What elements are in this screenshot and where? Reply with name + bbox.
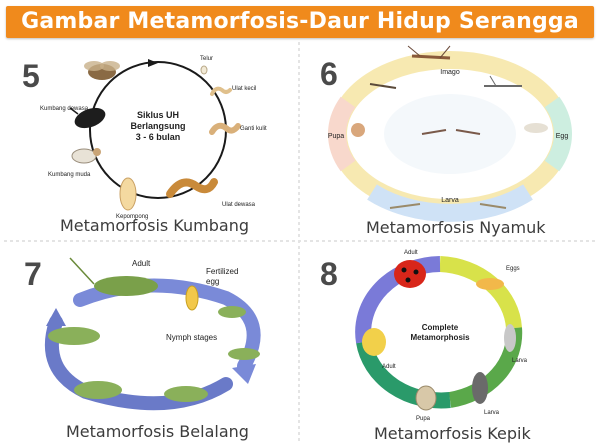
horizontal-divider bbox=[4, 240, 596, 242]
beetle-adult-flying-icon bbox=[84, 61, 120, 80]
label-pupa: Pupa bbox=[416, 416, 431, 422]
cycle-arrowhead-left bbox=[46, 308, 66, 326]
label-nymph: Nymph stages bbox=[166, 333, 217, 342]
title-banner: Gambar Metamorfosis-Daur Hidup Serangga bbox=[6, 6, 594, 38]
label-kumbang-muda: Kumbang muda bbox=[48, 172, 91, 178]
label-eggs: Eggs bbox=[506, 266, 520, 272]
cycle-ring-larva bbox=[367, 184, 533, 222]
larva-right-icon bbox=[504, 324, 516, 352]
label-larva-bottom: Larva bbox=[484, 410, 500, 416]
grasshopper-adult-icon bbox=[69, 257, 158, 296]
nymph-icon-5 bbox=[48, 327, 100, 345]
panel-ladybug: Complete Metamorphosis Adult Eggs Larva … bbox=[300, 242, 596, 448]
label-telur: Telur bbox=[200, 56, 213, 62]
center-subtitle: Metamorphosis bbox=[410, 333, 470, 342]
center-disc bbox=[384, 94, 516, 174]
label-adult-top: Adult bbox=[404, 250, 418, 256]
cycle-arrowhead bbox=[148, 59, 158, 67]
cycle-ring-pupa bbox=[328, 96, 356, 172]
larva-bottom-icon bbox=[472, 372, 488, 404]
panel-number: 7 bbox=[24, 256, 42, 292]
panel-mosquito: Imago Egg Larva Pupa 6 Metamorfosis Nyam… bbox=[300, 42, 596, 240]
panel-caption: Metamorfosis Kepik bbox=[374, 424, 531, 443]
label-egg: egg bbox=[206, 277, 219, 286]
ladybug-adult-top-icon bbox=[394, 260, 426, 288]
label-kepompong: Kepompong bbox=[116, 214, 148, 220]
label-larva: Larva bbox=[441, 197, 459, 204]
nymph-icon-4 bbox=[74, 381, 122, 399]
label-adult: Adult bbox=[132, 259, 151, 268]
label-ulat-dewasa: Ulat dewasa bbox=[222, 202, 256, 208]
label-egg: Egg bbox=[556, 133, 569, 140]
larva-small-icon bbox=[210, 86, 232, 96]
mosquito-right-icon bbox=[484, 75, 522, 87]
panel-number: 5 bbox=[22, 58, 40, 94]
larva-mature-icon bbox=[166, 178, 218, 198]
beetle-young-icon bbox=[71, 148, 101, 164]
larva-icon bbox=[389, 203, 507, 209]
grasshopper-cycle-diagram: Adult Fertilized egg Nymph stages bbox=[44, 257, 261, 411]
egg-icon bbox=[200, 65, 208, 75]
panel-number: 8 bbox=[320, 256, 338, 292]
cycle-arc-top bbox=[73, 278, 261, 373]
cycle-arc-eggs bbox=[439, 256, 522, 329]
vertical-divider bbox=[298, 42, 300, 442]
cycle-ring-egg bbox=[544, 96, 572, 172]
nymph-icon-1 bbox=[218, 306, 246, 318]
eggs-icon bbox=[476, 278, 504, 290]
pupa-icon bbox=[351, 123, 365, 137]
egg-icon bbox=[185, 285, 199, 311]
panel-caption: Metamorfosis Belalang bbox=[66, 422, 249, 441]
panel-caption: Metamorfosis Nyamuk bbox=[366, 218, 546, 237]
label-kumbang-dewasa: Kumbang dewasa bbox=[40, 106, 89, 112]
nymph-icon-2 bbox=[228, 348, 260, 360]
panel-caption: Metamorfosis Kumbang bbox=[60, 216, 249, 235]
center-line2: Berlangsung bbox=[130, 121, 185, 131]
nymph-icon-3 bbox=[164, 386, 208, 402]
label-ganti-kulit: Ganti kulit bbox=[240, 126, 267, 132]
label-adult-left: Adult bbox=[382, 364, 396, 370]
panel-beetle: Siklus UH Berlangsung 3 - 6 bulan Telur … bbox=[0, 42, 298, 240]
beetle-adult-black-icon bbox=[69, 107, 106, 129]
label-pupa: Pupa bbox=[328, 133, 344, 140]
center-title: Complete bbox=[422, 323, 459, 332]
panel-grasshopper: Adult Fertilized egg Nymph stages 7 Meta… bbox=[0, 242, 298, 448]
label-ulat-kecil: Ulat kecil bbox=[232, 86, 256, 92]
ladybug-cycle-diagram: Complete Metamorphosis Adult Eggs Larva … bbox=[355, 250, 528, 422]
label-larva-right: Larva bbox=[512, 358, 528, 364]
label-imago: Imago bbox=[440, 69, 460, 76]
mosquito-center-icon bbox=[421, 129, 481, 135]
beetle-cycle-diagram: Siklus UH Berlangsung 3 - 6 bulan Telur … bbox=[40, 56, 267, 220]
egg-raft-icon bbox=[524, 123, 548, 133]
center-title: Siklus UH bbox=[137, 110, 179, 120]
panel-number: 6 bbox=[320, 56, 338, 92]
mosquito-cycle-diagram: Imago Egg Larva Pupa bbox=[328, 45, 572, 222]
mosquito-left-icon bbox=[369, 83, 397, 89]
cycle-arrowhead-right bbox=[232, 364, 256, 384]
larva-molting-icon bbox=[209, 122, 241, 135]
center-line3: 3 - 6 bulan bbox=[136, 132, 181, 142]
pupa-icon bbox=[119, 177, 137, 211]
pupa-icon bbox=[415, 385, 437, 411]
label-fertilized: Fertilized bbox=[206, 267, 238, 276]
page-title: Gambar Metamorfosis-Daur Hidup Serangga bbox=[21, 9, 579, 34]
ladybug-adult-left-icon bbox=[362, 328, 386, 356]
mosquito-top-icon bbox=[407, 45, 451, 60]
